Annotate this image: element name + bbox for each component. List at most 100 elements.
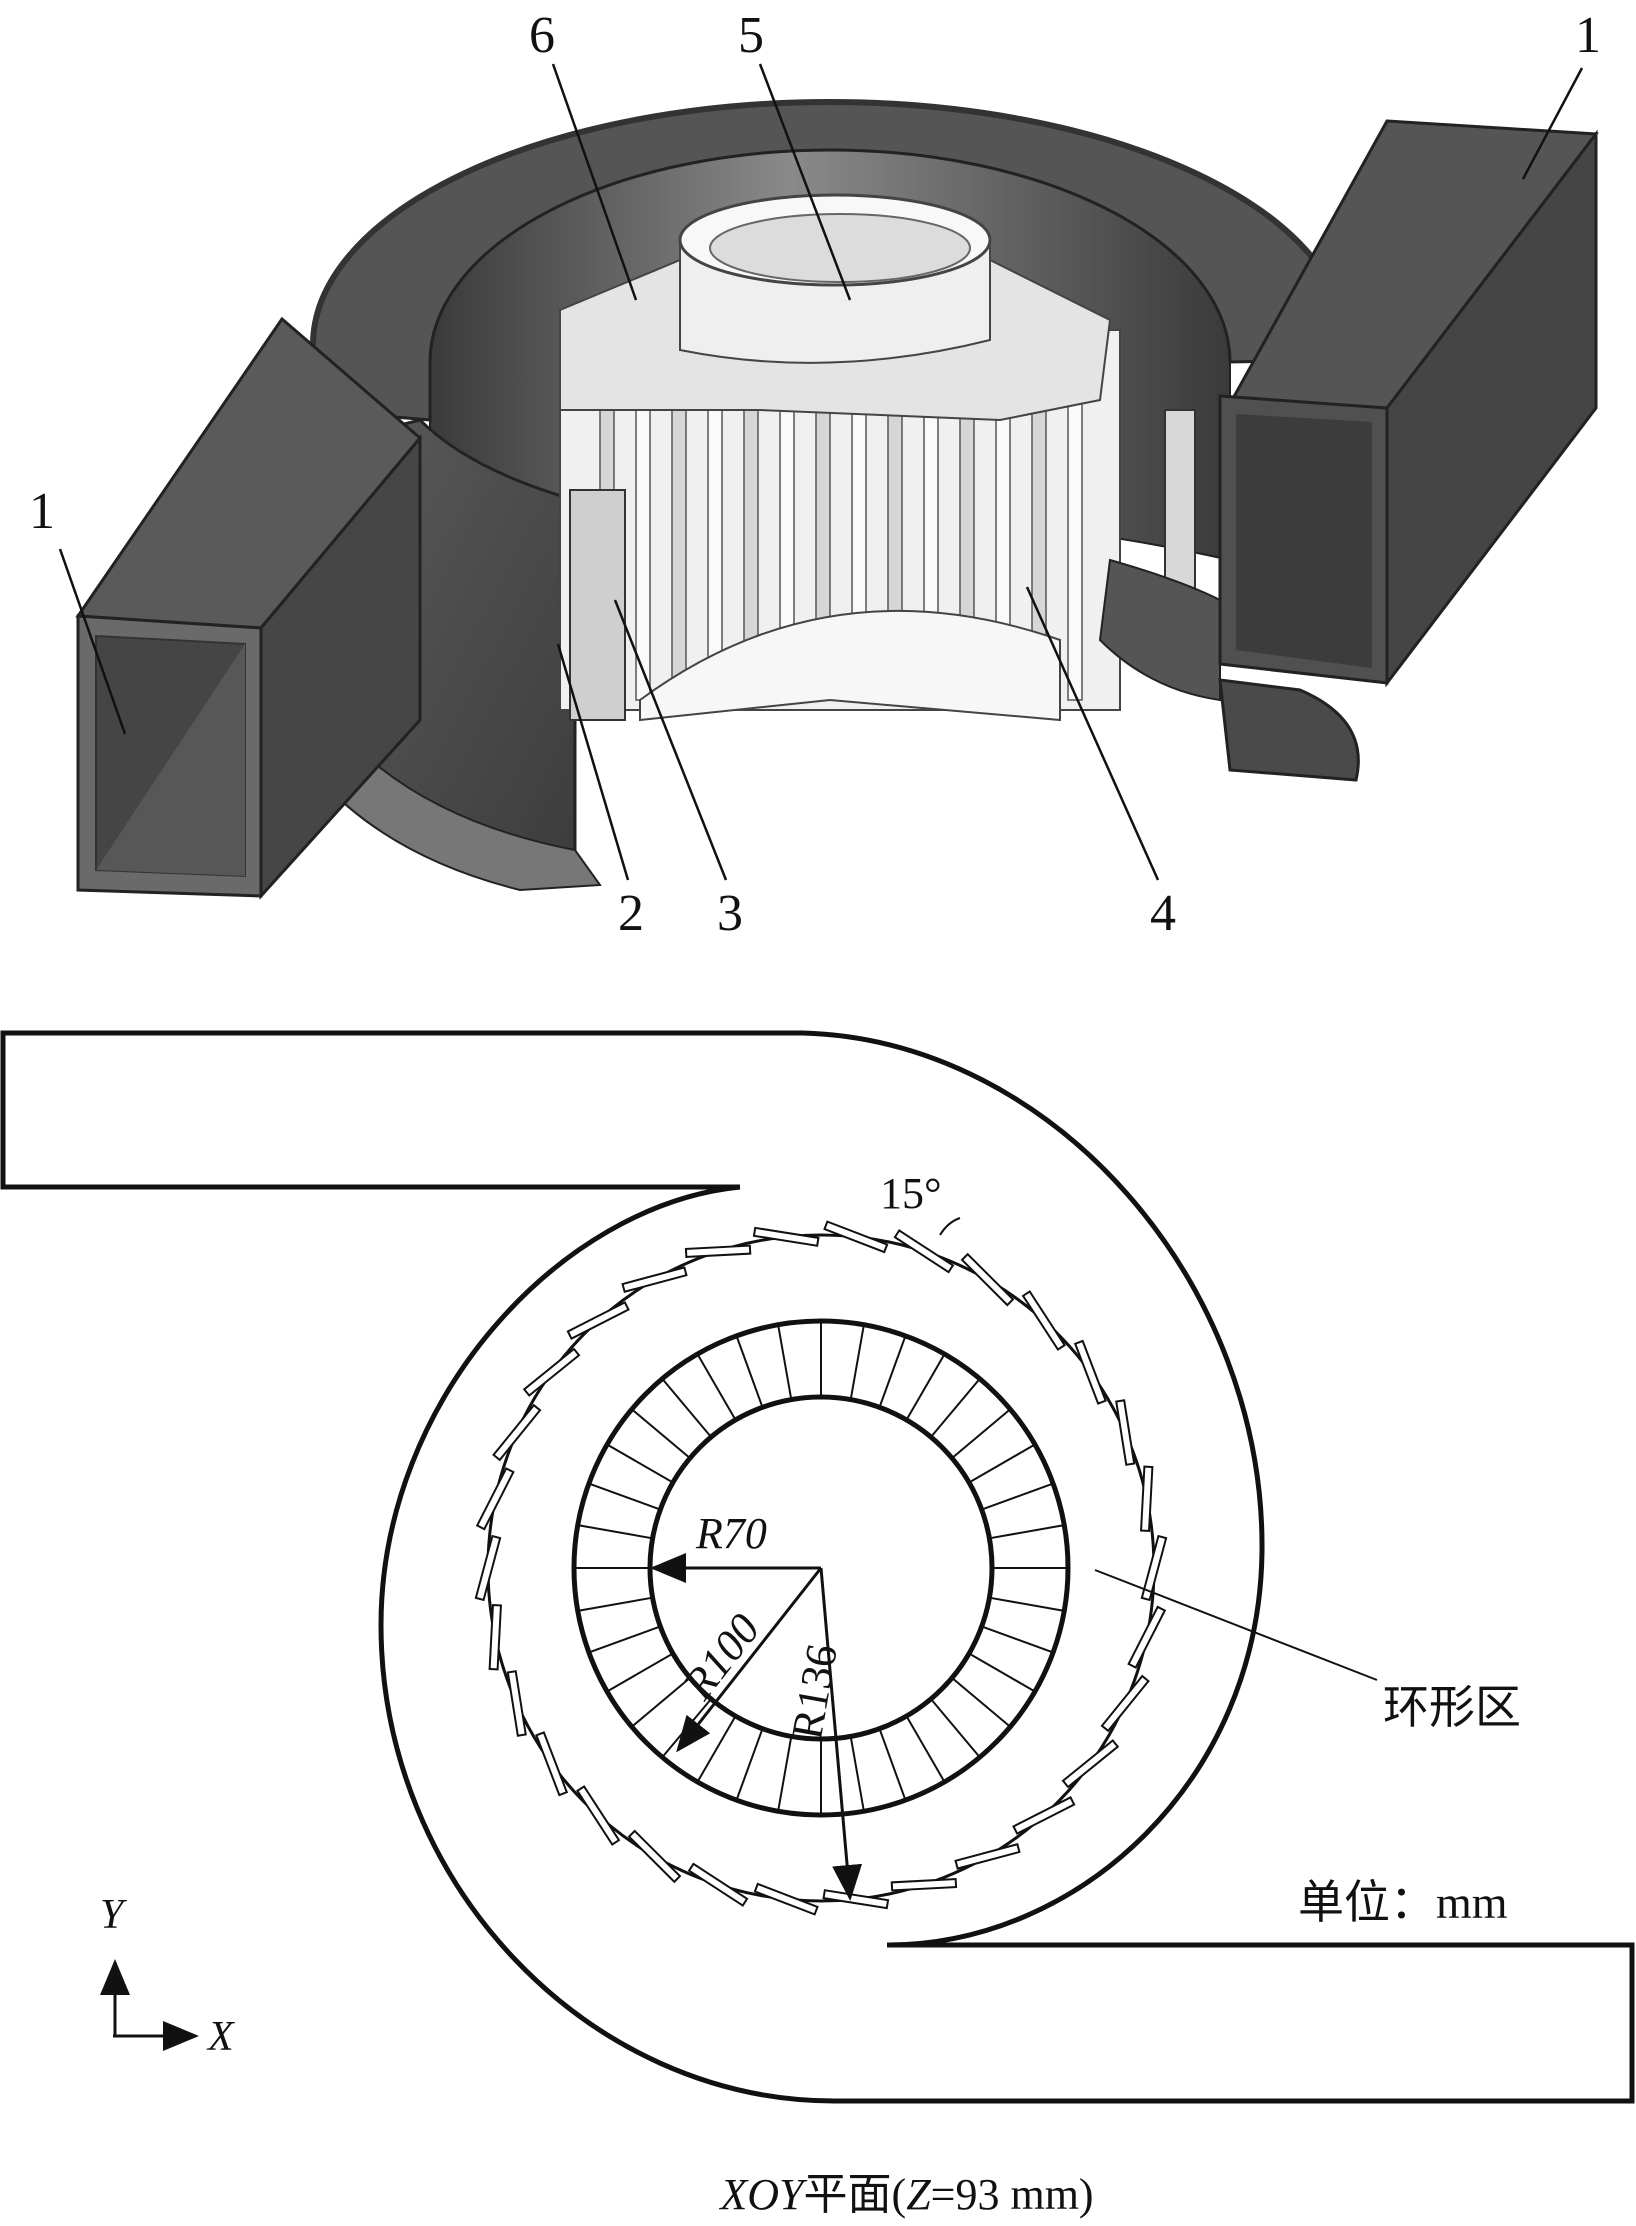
guide-vane <box>752 1226 820 1247</box>
axis-y-label: Y <box>100 1892 124 1938</box>
caption-plane-cn: 平面( <box>803 2170 907 2219</box>
rotor-blade-line <box>777 1736 793 1812</box>
rotor-blade-line <box>577 1524 653 1540</box>
rotor-blade-line <box>735 1728 764 1801</box>
r136-label: R136 <box>782 1640 847 1743</box>
guide-vane <box>506 1670 527 1737</box>
rotor-blade-line <box>981 1625 1054 1654</box>
rotor-blade-line <box>696 1353 737 1421</box>
guide-vane <box>621 1266 688 1293</box>
guide-vane <box>1012 1796 1076 1835</box>
rotor-blade-line <box>989 1596 1065 1612</box>
left-duct-shade <box>96 644 245 876</box>
inlet-top-duct <box>0 1030 803 1190</box>
rotor-blade-line <box>606 1652 674 1693</box>
rotor-blade-line <box>968 1443 1036 1484</box>
guide-vane <box>535 1731 569 1797</box>
guide-vane <box>492 1403 542 1462</box>
leader-1-left <box>58 548 127 735</box>
guide-vane <box>475 1467 515 1531</box>
caption-z-value: =93 mm) <box>930 2170 1094 2219</box>
right-duct-flap <box>1218 678 1360 782</box>
guide-vane <box>960 1252 1015 1307</box>
rotor-blade-line <box>631 1677 691 1728</box>
guide-vane <box>753 1882 819 1916</box>
rotor-blade-line <box>905 1353 946 1421</box>
rotor-blade-line <box>905 1715 946 1783</box>
guide-vane <box>1140 1534 1168 1602</box>
unit-label: 单位：mm <box>1298 1877 1508 1928</box>
rotor-blade-line <box>849 1324 865 1400</box>
rotor-blade-line <box>951 1677 1011 1728</box>
caption-plane: XOY <box>720 2170 804 2219</box>
top-cylinder-hole <box>709 213 971 283</box>
outlet-bottom-duct <box>834 1942 1635 2104</box>
right-duct-opening <box>1236 414 1372 668</box>
guide-vane <box>954 1843 1021 1870</box>
rotor-blade-line <box>661 1378 712 1438</box>
rotor-blade <box>671 399 687 701</box>
guide-vane <box>1127 1605 1167 1669</box>
guide-vane <box>687 1862 749 1907</box>
rotor-blade-line <box>588 1625 661 1654</box>
rotor-blade-line <box>878 1335 907 1408</box>
guide-vane <box>576 1785 621 1846</box>
r100-label: R100 <box>673 1604 770 1709</box>
leader-2 <box>556 643 630 881</box>
caption-z-var: Z <box>906 2170 931 2219</box>
guide-vane <box>1115 1399 1136 1466</box>
guide-vane <box>890 1877 958 1892</box>
label-part-2: 2 <box>618 885 644 942</box>
guide-vane <box>1061 1739 1120 1789</box>
leader-3 <box>613 599 728 881</box>
rotor-blade-line <box>951 1408 1011 1459</box>
guide-vane <box>1021 1290 1066 1351</box>
guide-vane <box>822 1889 890 1910</box>
rotor-bottom-ring <box>639 609 1061 722</box>
angle-arc-15 <box>939 1217 961 1236</box>
rotor-blade-line <box>606 1443 674 1484</box>
rotor-blade-line <box>777 1324 793 1400</box>
label-part-4: 4 <box>1150 885 1176 942</box>
label-part-1-left: 1 <box>29 483 55 540</box>
volute-outer-curve <box>802 1030 1265 1948</box>
rotor-blade-line <box>577 1596 653 1612</box>
label-part-5: 5 <box>738 7 764 64</box>
guide-vane <box>1100 1674 1150 1733</box>
volute-right-wall <box>1098 558 1221 702</box>
guide-vane <box>474 1534 502 1602</box>
leader-5 <box>758 63 852 301</box>
rotor-blade-line <box>930 1378 981 1438</box>
rotor-blade-line <box>696 1715 737 1783</box>
volute-ring-edge <box>310 99 1350 346</box>
guide-vane <box>627 1829 682 1884</box>
rotor-blade-line <box>735 1335 764 1408</box>
annulus-label: 环形区 <box>1383 1682 1521 1733</box>
leader-1-right <box>1521 67 1584 180</box>
rotor-blade-line <box>989 1524 1065 1540</box>
guide-vane <box>522 1347 581 1397</box>
guide-vane <box>488 1604 502 1671</box>
guide-vane <box>684 1244 752 1259</box>
rotor-blade <box>1067 399 1083 701</box>
figure-caption: XOY平面(Z=93 mm) <box>720 2173 1093 2217</box>
leader-annulus <box>1094 1569 1378 1681</box>
angle-label: 15° <box>880 1169 942 1218</box>
rotor-blade-line <box>981 1482 1054 1511</box>
label-part-3: 3 <box>717 885 743 942</box>
rotor-blade-line <box>849 1736 865 1812</box>
label-part-6: 6 <box>529 7 555 64</box>
axis-x-label: X <box>208 2014 234 2060</box>
guide-vane <box>566 1301 630 1340</box>
rotor-blade-line <box>631 1408 691 1459</box>
rotor-blade-line <box>661 1698 712 1758</box>
rotor-blade-line <box>930 1698 981 1758</box>
guide-vane <box>1140 1465 1154 1532</box>
guide-vane <box>1073 1339 1107 1405</box>
guide-vane <box>893 1229 955 1274</box>
rotor-blade-line <box>968 1652 1036 1693</box>
vane-circle-r136 <box>486 1233 1156 1903</box>
volute-left-bottom <box>328 727 602 892</box>
cutaway-3d-figure <box>58 63 1599 900</box>
guide-vanes <box>474 1220 1168 1916</box>
